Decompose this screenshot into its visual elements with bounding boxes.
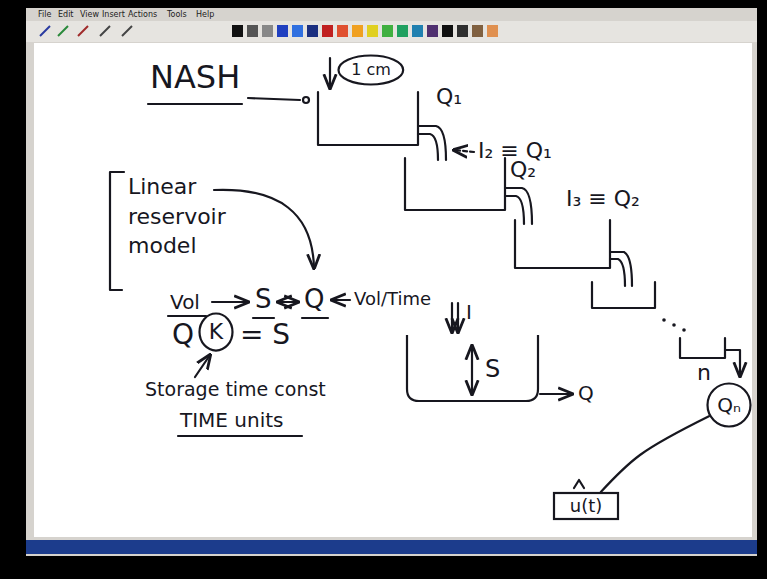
- menu-item: Edit: [58, 10, 74, 20]
- equation: I₃ ≡ Q₂: [566, 186, 640, 212]
- node-text: S: [485, 356, 500, 382]
- outlet-pipe: [505, 188, 532, 224]
- reservoir-tank: [592, 282, 655, 308]
- heading: NASH: [150, 58, 240, 96]
- index-label: n: [697, 360, 711, 386]
- double-arrow: [278, 301, 298, 303]
- menu-item: Help: [196, 10, 214, 20]
- reservoir-tank: [515, 220, 610, 268]
- canvas: [34, 43, 752, 537]
- node-text: K: [209, 320, 223, 344]
- node-text: u(t): [570, 496, 603, 516]
- reservoir-tank-outline: [405, 335, 540, 403]
- hat-mark: [574, 480, 584, 488]
- reservoir-tank: [405, 158, 505, 210]
- symbol: I: [466, 300, 472, 324]
- pointer-arrow: [332, 299, 350, 301]
- app-window: [26, 8, 757, 556]
- note: Linear reservoir model: [128, 172, 253, 261]
- symbol: Vol/Time: [354, 288, 431, 310]
- note: Storage time const: [145, 378, 326, 401]
- outlet-pipe: [610, 259, 625, 286]
- underline: [178, 435, 302, 437]
- result-box: u(t): [553, 492, 619, 520]
- inflow-arrow: [457, 303, 459, 332]
- inflow-arrow: [451, 303, 453, 332]
- node-text: 1 cm: [351, 61, 391, 79]
- toolbar: [26, 21, 757, 42]
- outflow-arrow: [540, 393, 572, 395]
- ellipsis-dots: [662, 318, 686, 332]
- bracket: [110, 172, 124, 290]
- menu-item: File: [38, 10, 51, 20]
- underline: [302, 317, 328, 319]
- note: TIME units: [180, 408, 284, 432]
- flow-label: Q₁: [436, 84, 462, 110]
- dot: [303, 97, 309, 103]
- menu-item: View: [80, 10, 99, 20]
- symbol: S: [255, 284, 272, 315]
- pointer-arrow: [248, 98, 300, 100]
- equation: = S: [240, 318, 290, 352]
- handwriting: [110, 58, 740, 488]
- outlet-pipe: [418, 134, 438, 160]
- outlet-pipe: [610, 252, 632, 286]
- input-arrow: [329, 58, 331, 88]
- node-text: Qₙ: [717, 394, 741, 416]
- input-circle: 1 cm: [337, 54, 405, 86]
- pointer-arrow: [212, 301, 248, 303]
- outflow-circle: Qₙ: [706, 382, 752, 428]
- pointer-arrow: [195, 355, 210, 377]
- symbol: Vol: [170, 290, 200, 314]
- flow-label: Q₂: [510, 157, 536, 183]
- reservoir-tank: [318, 92, 418, 145]
- menu-item: Actions: [128, 10, 157, 20]
- constant-circle: K: [198, 312, 234, 352]
- menu-item: Tools: [167, 10, 187, 20]
- outflow-arrow: [725, 350, 740, 376]
- leader-arrow: [454, 150, 474, 152]
- menu-item: Insert: [102, 10, 125, 20]
- pointer-arrow: [214, 190, 314, 268]
- symbol: Q: [578, 381, 594, 405]
- toolbar-pens: [40, 26, 132, 36]
- connector: [601, 416, 709, 492]
- color-palette: [232, 25, 498, 37]
- underline: [168, 315, 206, 317]
- depth-arrow: [471, 346, 473, 394]
- symbol: Q: [304, 284, 324, 315]
- reservoir-tank: [680, 338, 725, 358]
- underline: [148, 103, 242, 105]
- taskbar: [26, 540, 757, 554]
- reservoir-tank: S: [405, 335, 540, 403]
- equation: Q: [172, 318, 194, 352]
- outlet-pipe: [418, 126, 446, 160]
